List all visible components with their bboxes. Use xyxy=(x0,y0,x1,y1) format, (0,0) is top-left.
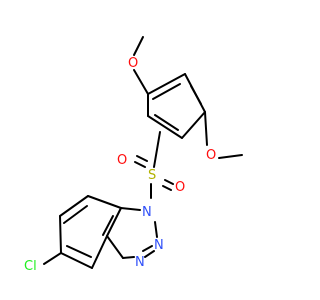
bond xyxy=(190,85,202,105)
atom-chlorine: Cl xyxy=(24,259,37,274)
bond xyxy=(59,215,62,254)
bond xyxy=(122,256,135,259)
bond xyxy=(102,215,114,236)
bond xyxy=(144,250,155,258)
bond xyxy=(142,245,153,252)
bond xyxy=(147,115,183,139)
atom-n3: N xyxy=(135,255,145,270)
bond xyxy=(63,205,88,224)
bond xyxy=(133,36,144,56)
bond xyxy=(59,195,89,217)
bond xyxy=(147,73,186,95)
bond xyxy=(106,235,124,259)
atom-o-right: O xyxy=(206,148,216,163)
bond xyxy=(136,155,148,162)
bond xyxy=(120,207,141,211)
atom-sulfur: S xyxy=(148,168,156,183)
atom-o-top: O xyxy=(128,56,138,71)
bond xyxy=(87,195,122,209)
bond xyxy=(154,114,179,131)
dimethoxyphenyl-ring xyxy=(147,73,206,139)
atom-n1: N xyxy=(142,205,152,220)
bond xyxy=(181,111,206,139)
sulfonyl-group xyxy=(134,131,174,199)
bond xyxy=(91,235,108,269)
bond xyxy=(66,245,92,258)
atom-labels: O O O S O N N N Cl xyxy=(24,56,216,274)
bond xyxy=(164,179,174,185)
molecule-structure: O O O S O N N N Cl xyxy=(24,36,243,274)
atom-n2: N xyxy=(154,238,164,253)
methoxy-groups xyxy=(133,36,243,159)
bond xyxy=(154,221,158,238)
bond xyxy=(134,161,146,168)
bond xyxy=(162,185,172,191)
bond xyxy=(153,131,161,168)
benzotriazole-ring xyxy=(43,195,158,269)
atom-o-sulfonyl-bottom: O xyxy=(175,180,185,195)
bond xyxy=(43,252,62,265)
bond xyxy=(133,69,149,95)
bond xyxy=(152,83,181,100)
molecule-canvas: O O O S O N N N Cl xyxy=(24,36,243,274)
bond xyxy=(60,252,93,269)
bond xyxy=(106,207,122,237)
atom-o-sulfonyl-left: O xyxy=(117,153,127,168)
bond xyxy=(204,111,208,146)
bond xyxy=(218,154,243,159)
